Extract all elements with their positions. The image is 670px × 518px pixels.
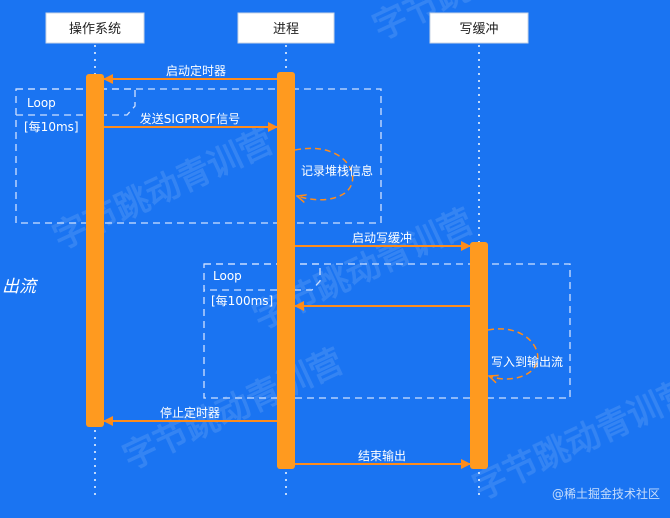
message-label: 写入到输出流 [491, 354, 563, 369]
message-start-buffer: 启动写缓冲 [295, 230, 471, 251]
participant-buffer-label: 写缓冲 [459, 22, 498, 37]
background-watermark: 字节跳动青训营 字节跳动青训营 字节跳动青训营 字节跳动青训营 字节跳动青训营 [47, 0, 670, 508]
side-text: 出流 [2, 277, 39, 297]
message-record-stack: 记录堆栈信息 [294, 147, 373, 199]
watermark-text: 字节跳动青训营 [47, 121, 280, 258]
message-stop-timer: 停止定时器 [103, 405, 277, 426]
message-send-signal: 发送SIGPROF信号 [104, 111, 278, 132]
message-end-output: 结束输出 [295, 448, 471, 469]
message-label: 启动写缓冲 [352, 230, 412, 245]
footer-watermark: @稀土掘金技术社区 [552, 486, 660, 501]
message-start-timer: 启动定时器 [103, 63, 277, 84]
participant-buffer: 写缓冲 [429, 12, 529, 44]
activation-process [277, 72, 295, 469]
loop-condition: [每10ms] [24, 119, 79, 134]
message-label: 启动定时器 [166, 63, 226, 78]
participant-process-label: 进程 [273, 22, 299, 37]
message-label: 发送SIGPROF信号 [140, 111, 240, 126]
participant-process: 进程 [237, 12, 335, 44]
activation-os [86, 74, 104, 427]
participant-os: 操作系统 [45, 12, 145, 44]
message-label: 停止定时器 [160, 405, 220, 420]
message-label: 结束输出 [358, 448, 406, 463]
activation-buffer [470, 242, 488, 469]
loop-condition: [每100ms] [211, 293, 273, 308]
loop-label: Loop [213, 269, 242, 283]
message-write-to-stream: 写入到输出流 [488, 328, 563, 379]
message-label: 记录堆栈信息 [301, 163, 373, 178]
participant-os-label: 操作系统 [69, 21, 121, 37]
loop-label: Loop [27, 96, 56, 110]
watermark-text: 字节跳动青训营 [117, 341, 350, 478]
